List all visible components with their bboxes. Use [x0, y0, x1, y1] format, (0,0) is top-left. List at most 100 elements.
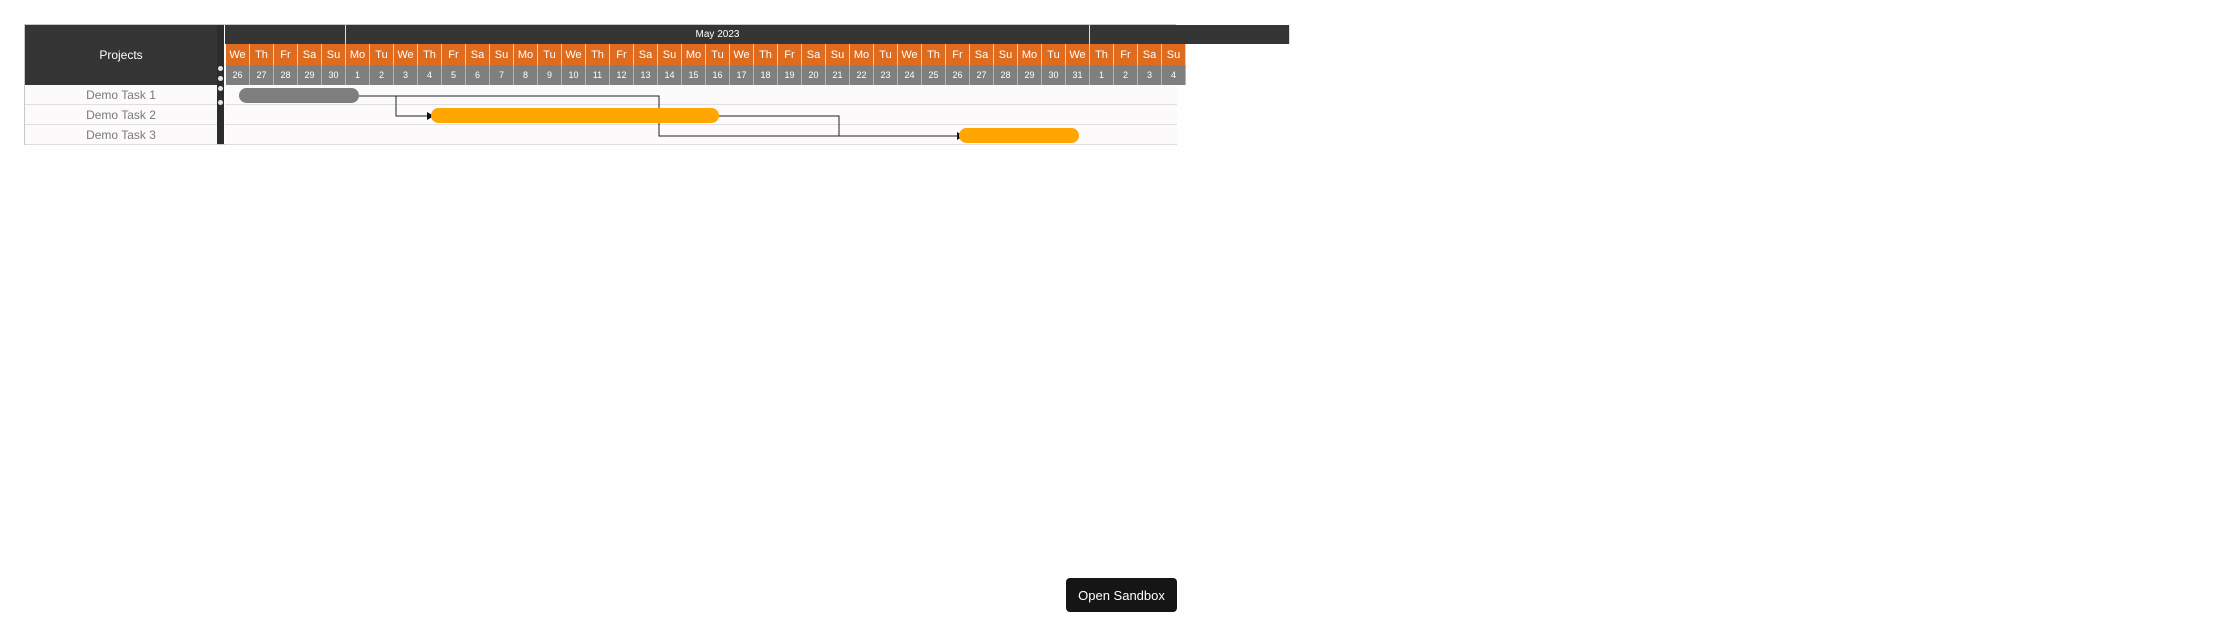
weekday-cell: Fr: [442, 44, 466, 65]
date-cell: 26: [946, 65, 970, 85]
task-list-panel: Projects Demo Task 1 Demo Task 2 Demo Ta…: [25, 25, 217, 145]
grip-dot-icon: [218, 86, 223, 91]
grid-row-1: [225, 85, 1177, 105]
weekday-cell: Su: [322, 44, 346, 65]
gantt-chart: Projects Demo Task 1 Demo Task 2 Demo Ta…: [24, 24, 1290, 145]
weekday-cell: Sa: [466, 44, 490, 65]
date-cell: 19: [778, 65, 802, 85]
panel-splitter[interactable]: [217, 25, 224, 144]
date-cell: 2: [1114, 65, 1138, 85]
open-sandbox-button[interactable]: Open Sandbox: [1066, 578, 1177, 612]
date-cell: 28: [994, 65, 1018, 85]
date-cell: 3: [1138, 65, 1162, 85]
date-cell: 27: [250, 65, 274, 85]
date-cell: 2: [370, 65, 394, 85]
date-cell: 16: [706, 65, 730, 85]
month-header-row: May 2023: [225, 25, 2225, 44]
date-cell: 22: [850, 65, 874, 85]
date-cell: 1: [1090, 65, 1114, 85]
weekday-cell: Mo: [1018, 44, 1042, 65]
weekday-cell: We: [226, 44, 250, 65]
date-cell: 25: [922, 65, 946, 85]
grip-dot-icon: [218, 100, 223, 105]
date-cell: 26: [226, 65, 250, 85]
weekday-cell: Mo: [514, 44, 538, 65]
date-cell: 14: [658, 65, 682, 85]
month-cell-may: May 2023: [346, 25, 1090, 44]
weekday-cell: Sa: [1138, 44, 1162, 65]
weekday-cell: Th: [1090, 44, 1114, 65]
weekday-cell: Th: [922, 44, 946, 65]
date-cell: 29: [298, 65, 322, 85]
date-cell: 30: [1042, 65, 1066, 85]
date-cell: 3: [394, 65, 418, 85]
weekday-cell: We: [1066, 44, 1090, 65]
grip-dot-icon: [218, 66, 223, 71]
task-bar-2[interactable]: [431, 108, 719, 123]
date-cell: 8: [514, 65, 538, 85]
weekday-cell: Sa: [634, 44, 658, 65]
month-cell-june: [1090, 25, 1290, 44]
weekday-cell: Th: [586, 44, 610, 65]
weekday-cell: We: [730, 44, 754, 65]
date-cell: 21: [826, 65, 850, 85]
date-cell: 5: [442, 65, 466, 85]
date-cell: 29: [1018, 65, 1042, 85]
date-cell: 28: [274, 65, 298, 85]
weekday-cell: Fr: [946, 44, 970, 65]
date-cell: 18: [754, 65, 778, 85]
date-cell: 4: [1162, 65, 1186, 85]
date-cell: 10: [562, 65, 586, 85]
weekday-cell: Su: [994, 44, 1018, 65]
weekday-cell: Sa: [802, 44, 826, 65]
weekday-cell: Sa: [970, 44, 994, 65]
date-cell: 1: [346, 65, 370, 85]
weekday-cell: Tu: [874, 44, 898, 65]
weekday-cell: Mo: [850, 44, 874, 65]
dependency-links: [359, 95, 964, 140]
date-cell: 23: [874, 65, 898, 85]
task-bar-1[interactable]: [239, 88, 359, 103]
link-task2-task3: [719, 115, 958, 137]
weekday-cell: Su: [826, 44, 850, 65]
weekday-cell: Su: [1162, 44, 1186, 65]
weekday-cell: Su: [658, 44, 682, 65]
date-cell: 12: [610, 65, 634, 85]
date-cell: 7: [490, 65, 514, 85]
date-cell: 11: [586, 65, 610, 85]
link-task1-task2: [395, 96, 432, 117]
weekday-cell: Tu: [1042, 44, 1066, 65]
weekday-cell: Mo: [682, 44, 706, 65]
date-cell: 17: [730, 65, 754, 85]
weekday-cell: Tu: [370, 44, 394, 65]
weekday-cell: Th: [418, 44, 442, 65]
date-cell: 24: [898, 65, 922, 85]
month-cell-april: [225, 25, 346, 44]
task-bar-3[interactable]: [959, 128, 1079, 143]
weekday-cell: We: [394, 44, 418, 65]
date-cell: 4: [418, 65, 442, 85]
date-cell: 9: [538, 65, 562, 85]
arrow-head-icon: [427, 112, 434, 120]
weekday-cell: Th: [250, 44, 274, 65]
weekday-cell: We: [562, 44, 586, 65]
task-row-1[interactable]: Demo Task 1: [25, 85, 217, 105]
weekday-cell: Sa: [298, 44, 322, 65]
date-cell: 6: [466, 65, 490, 85]
weekday-cell: Su: [490, 44, 514, 65]
date-cell: 27: [970, 65, 994, 85]
weekday-cell: Mo: [346, 44, 370, 65]
task-row-3[interactable]: Demo Task 3: [25, 125, 217, 145]
weekday-cell: Tu: [538, 44, 562, 65]
weekday-cell: Fr: [610, 44, 634, 65]
task-row-2[interactable]: Demo Task 2: [25, 105, 217, 125]
weekday-cell: Tu: [706, 44, 730, 65]
weekday-cell: Fr: [274, 44, 298, 65]
projects-header: Projects: [25, 25, 217, 85]
weekday-cell: Fr: [1114, 44, 1138, 65]
date-cell: 15: [682, 65, 706, 85]
date-cell: 30: [322, 65, 346, 85]
date-cell: 31: [1066, 65, 1090, 85]
